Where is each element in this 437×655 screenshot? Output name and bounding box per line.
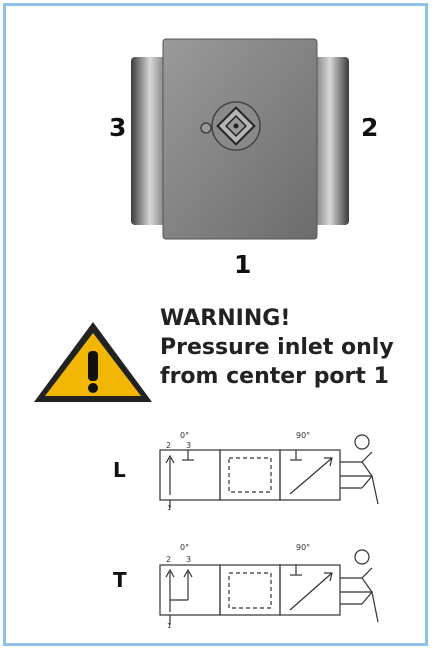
schematic-l: 0° 90° 2 3 1 bbox=[159, 431, 379, 512]
stem-stop-pin bbox=[200, 122, 212, 134]
port-1-t: 1 bbox=[167, 622, 171, 630]
schematic-t: 0° 90° 2 3 1 bbox=[159, 543, 379, 630]
port-3-l: 3 bbox=[186, 441, 191, 450]
angle-0-l: 0° bbox=[180, 431, 189, 440]
warning-title: WARNING! bbox=[160, 306, 291, 331]
port-label-2: 2 bbox=[361, 113, 379, 142]
port-1-l: 1 bbox=[167, 504, 171, 512]
port-2-l: 2 bbox=[166, 441, 171, 450]
warning-triangle-icon bbox=[34, 322, 152, 402]
angle-90-l: 90° bbox=[296, 431, 310, 440]
warning-text: WARNING! Pressure inlet only from center… bbox=[160, 304, 430, 391]
schematic-label-t: T bbox=[113, 568, 127, 592]
angle-90-t: 90° bbox=[296, 543, 310, 552]
port-label-3: 3 bbox=[109, 113, 127, 142]
port-3-t: 3 bbox=[186, 555, 191, 564]
schematic-label-l: L bbox=[113, 458, 126, 482]
right-port-cap bbox=[311, 57, 349, 225]
outer-frame bbox=[3, 3, 428, 646]
warning-line-1: Pressure inlet only bbox=[160, 335, 394, 360]
warning-line-2: from center port 1 bbox=[160, 364, 389, 389]
left-port-cap bbox=[131, 57, 169, 225]
port-label-1: 1 bbox=[234, 250, 252, 279]
port-2-t: 2 bbox=[166, 555, 171, 564]
angle-0-t: 0° bbox=[180, 543, 189, 552]
valve-drawing bbox=[131, 38, 349, 240]
